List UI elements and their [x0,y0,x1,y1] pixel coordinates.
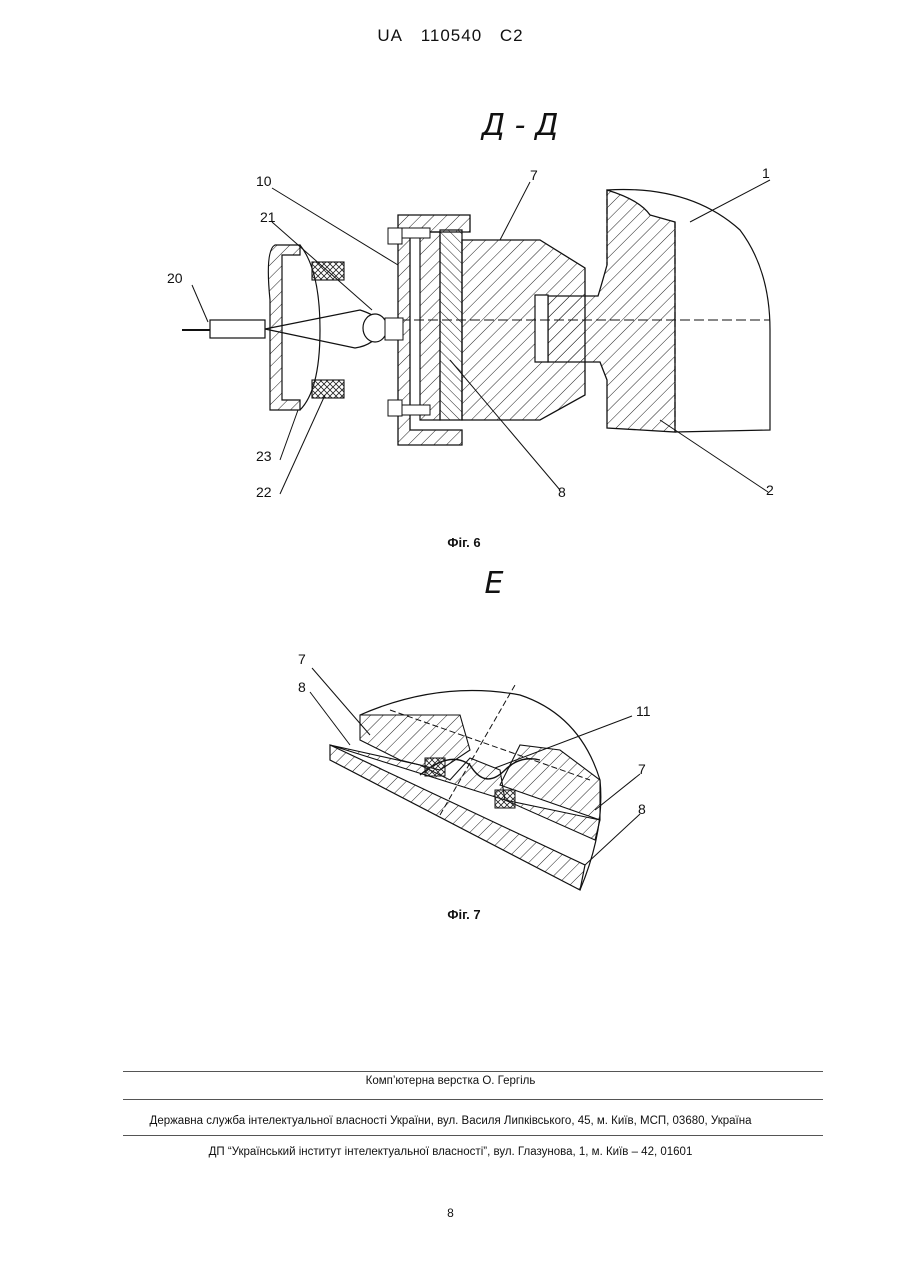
figure-6-caption: Фiг. 6 [404,535,524,550]
page-number: 8 [0,1206,901,1220]
callout-7: 7 [530,167,538,183]
footer-rule-bottom [123,1135,823,1136]
callout-1: 1 [762,165,770,181]
wedge-part-8 [440,230,462,420]
callout-22: 22 [256,484,272,500]
figure-7-caption: Фiг. 7 [404,907,524,922]
footer-layout-credit: Комп’ютерна верстка О. Гергіль [0,1075,901,1087]
figure-6-drawing: 1 2 7 8 10 20 21 22 23 [0,0,901,560]
section-label-e: Е [444,566,544,601]
callout-20: 20 [167,270,183,286]
body-part-7 [462,240,585,420]
fig7-callout-11: 11 [636,703,651,719]
cable-part-20 [182,310,403,348]
fig7-callout-7b: 7 [638,761,646,777]
footer-rule-middle [123,1099,823,1100]
callout-23: 23 [256,448,272,464]
footer-office-address: Державна служба інтелектуальної власност… [0,1115,901,1127]
fig7-callout-8a: 8 [298,679,306,695]
callout-8: 8 [558,484,566,500]
footer-institute-address: ДП “Український інститут інтелектуальної… [0,1146,901,1158]
footer-rule-top [123,1071,823,1072]
callout-2: 2 [766,482,774,498]
callout-21: 21 [260,209,276,225]
fig7-callout-7a: 7 [298,651,306,667]
callout-10: 10 [256,173,272,189]
figure-7-drawing: 7 8 11 7 8 [0,640,901,910]
fig7-callout-8b: 8 [638,801,646,817]
